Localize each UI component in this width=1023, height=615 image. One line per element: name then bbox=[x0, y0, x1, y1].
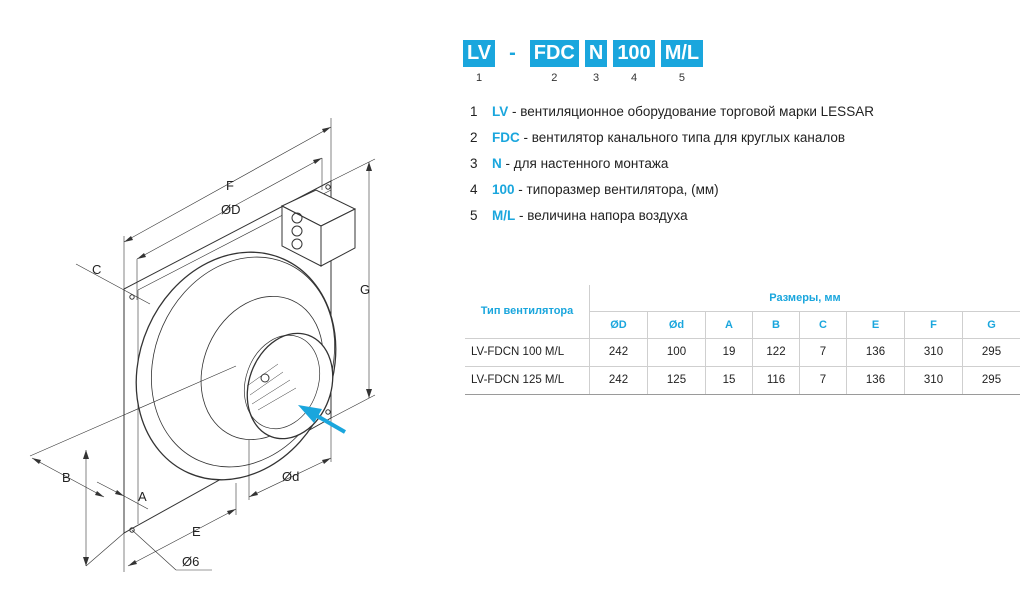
dimension-value: 19 bbox=[705, 337, 753, 367]
mount-hole-icon bbox=[325, 184, 331, 190]
legend-description: - типоразмер вентилятора, (мм) bbox=[514, 182, 719, 197]
dimension-column-header: A bbox=[705, 310, 753, 339]
model-code-number: 3 bbox=[593, 72, 600, 84]
fan-technical-drawing: F ØD C G B A Ød E Ø6 bbox=[29, 118, 376, 572]
dimension-value: 15 bbox=[705, 365, 753, 395]
legend-number: 2 bbox=[470, 130, 478, 145]
legend-item: 1 LV - вентиляционное оборудование торгов… bbox=[470, 100, 874, 126]
model-code-number: 4 bbox=[630, 72, 638, 84]
label-E: E bbox=[192, 524, 201, 539]
legend-description: - вентилятор канального типа для круглых… bbox=[519, 130, 846, 145]
dimension-value: 242 bbox=[589, 337, 648, 367]
cable-gland-icon bbox=[291, 225, 303, 237]
legend-code: FDC bbox=[492, 130, 520, 145]
dimension-column-header: ØD bbox=[589, 310, 648, 339]
airflow-arrow-icon bbox=[298, 405, 346, 434]
mount-hole-icon bbox=[325, 409, 331, 415]
label-hole: Ø6 bbox=[182, 554, 199, 569]
dimension-value: 295 bbox=[962, 365, 1020, 395]
dimensions-group-header: Размеры, мм bbox=[589, 285, 1020, 312]
legend-number: 5 bbox=[470, 208, 478, 223]
dimension-value: 7 bbox=[799, 337, 847, 367]
dimension-value: 122 bbox=[752, 337, 800, 367]
legend-code: LV bbox=[492, 104, 509, 119]
dimension-value: 295 bbox=[962, 337, 1020, 367]
model-code-segment: - bbox=[509, 42, 516, 64]
model-code-number: 5 bbox=[678, 72, 685, 84]
legend-item: 4 100 - типоразмер вентилятора, (мм) bbox=[470, 178, 874, 204]
cable-gland-icon bbox=[291, 238, 303, 250]
legend-description: - вентиляционное оборудование торговой м… bbox=[508, 104, 874, 119]
legend-description: - для настенного монтажа bbox=[501, 156, 669, 171]
mount-hole-icon bbox=[129, 527, 135, 533]
dimension-column-header: F bbox=[904, 310, 963, 339]
label-d: Ød bbox=[282, 469, 299, 484]
label-F: F bbox=[226, 178, 234, 193]
legend-number: 3 bbox=[470, 156, 478, 171]
dimension-value: 100 bbox=[647, 337, 706, 367]
legend-code: N bbox=[492, 156, 502, 171]
cable-gland-icon bbox=[291, 212, 303, 224]
label-A: A bbox=[138, 489, 147, 504]
label-C: C bbox=[92, 262, 101, 277]
dimension-value: 242 bbox=[589, 365, 648, 395]
legend-number: 1 bbox=[470, 104, 478, 119]
model-code-segment: 100 bbox=[613, 40, 655, 67]
legend-code: 100 bbox=[492, 182, 515, 197]
fan-model-name: LV-FDCN 100 M/L bbox=[465, 337, 590, 367]
dimension-value: 125 bbox=[647, 365, 706, 395]
dimension-value: 116 bbox=[752, 365, 800, 395]
type-column-header: Тип вентилятора bbox=[465, 285, 590, 339]
dimension-column-header: Ød bbox=[647, 310, 706, 339]
model-code-segment: N bbox=[584, 40, 608, 67]
legend-number: 4 bbox=[470, 182, 478, 197]
dimension-value: 7 bbox=[799, 365, 847, 395]
label-D: ØD bbox=[221, 202, 241, 217]
legend-item: 2 FDC - вентилятор канального типа для кр… bbox=[470, 126, 874, 152]
dimension-column-header: E bbox=[846, 310, 905, 339]
model-code-number: 1 bbox=[475, 72, 483, 84]
dimension-value: 310 bbox=[904, 365, 963, 395]
dimension-value: 136 bbox=[846, 365, 905, 395]
legend-description: - величина напора воздуха bbox=[515, 208, 688, 223]
fan-model-name: LV-FDCN 125 M/L bbox=[465, 365, 590, 395]
model-code-segment: FDC bbox=[529, 40, 579, 67]
model-code-number: 2 bbox=[551, 72, 558, 84]
label-B: B bbox=[62, 470, 71, 485]
dimension-value: 136 bbox=[846, 337, 905, 367]
label-G: G bbox=[360, 282, 370, 297]
model-code-segment: M/L bbox=[660, 40, 704, 67]
dimension-column-header: B bbox=[752, 310, 800, 339]
dimension-value: 310 bbox=[904, 337, 963, 367]
code-legend: 1 LV - вентиляционное оборудование торгов… bbox=[470, 100, 874, 230]
model-code-segment: LV bbox=[463, 40, 496, 67]
legend-code: M/L bbox=[492, 208, 516, 223]
legend-item: 5 M/L - величина напора воздуха bbox=[470, 204, 874, 230]
dimension-column-header: G bbox=[962, 310, 1020, 339]
dimension-column-header: C bbox=[799, 310, 847, 339]
mount-hole-icon bbox=[129, 294, 135, 300]
